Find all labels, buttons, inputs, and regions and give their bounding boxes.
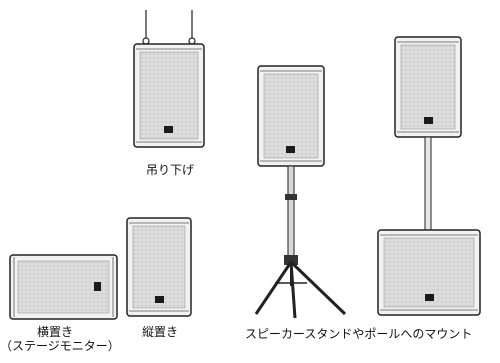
logo-icon	[164, 126, 173, 133]
caption-horizontal-line1: 横置き	[36, 325, 73, 339]
logo-icon	[155, 296, 164, 303]
logo-icon	[425, 294, 434, 301]
pole-mounted-speaker	[394, 36, 462, 231]
horizontal-speaker	[9, 254, 118, 320]
logo-icon	[424, 117, 433, 124]
caption-hang: 吊り下げ	[145, 163, 194, 177]
caption-vertical: 縦置き	[141, 325, 178, 339]
hanging-speaker	[133, 10, 205, 148]
stand-speaker	[254, 65, 347, 319]
logo-icon	[94, 282, 101, 291]
vertical-speaker	[126, 217, 192, 317]
caption-stand: スピーカースタンドやポールへのマウント	[245, 327, 473, 341]
logo-icon	[286, 146, 295, 153]
caption-horizontal-line2: （ステージモニター）	[0, 339, 120, 353]
subwoofer	[377, 229, 481, 316]
caption-horizontal: 横置き （ステージモニター）	[0, 325, 120, 353]
